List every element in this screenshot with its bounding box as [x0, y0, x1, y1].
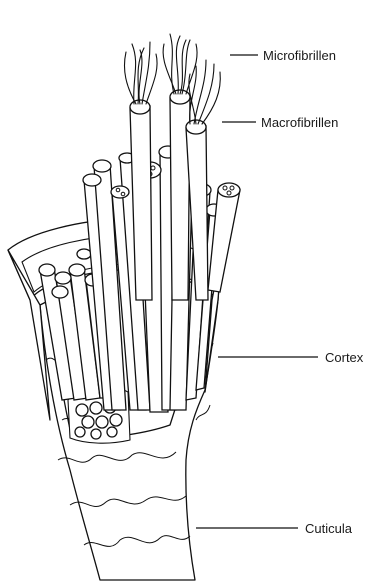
- label-microfibrillen: Microfibrillen: [263, 48, 336, 63]
- label-cuticula: Cuticula: [305, 521, 353, 536]
- macrofibril-columns-right: [208, 183, 240, 292]
- label-cortex: Cortex: [325, 350, 364, 365]
- label-macrofibrillen: Macrofibrillen: [261, 115, 338, 130]
